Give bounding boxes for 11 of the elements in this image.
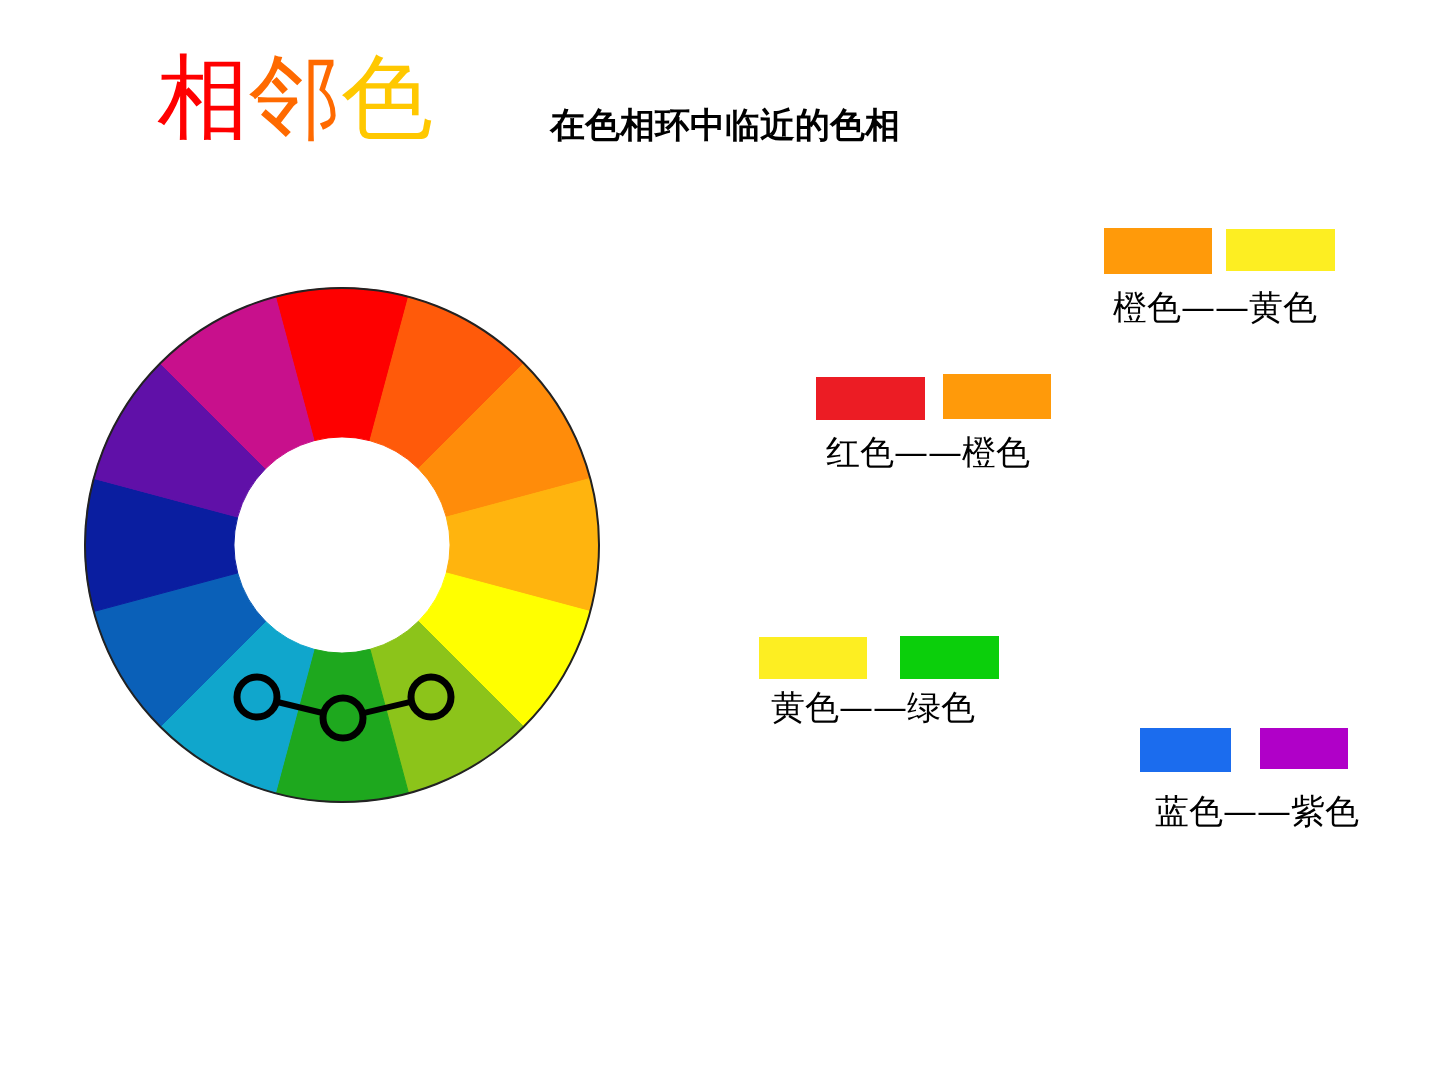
swatch-caption: 黄色——绿色 — [771, 690, 975, 724]
title: 相邻色 — [157, 52, 433, 144]
connector-line — [277, 699, 323, 716]
ring-marker — [233, 673, 281, 721]
swatch-caption: 橙色——黄色 — [1113, 290, 1317, 324]
subtitle: 在色相环中临近的色相 — [550, 104, 900, 147]
connector-line — [363, 699, 411, 716]
swatch-caption: 红色——橙色 — [826, 435, 1030, 469]
ring-marker — [407, 673, 455, 721]
swatch-caption: 蓝色——紫色 — [1155, 794, 1359, 828]
ring-marker — [319, 694, 367, 742]
